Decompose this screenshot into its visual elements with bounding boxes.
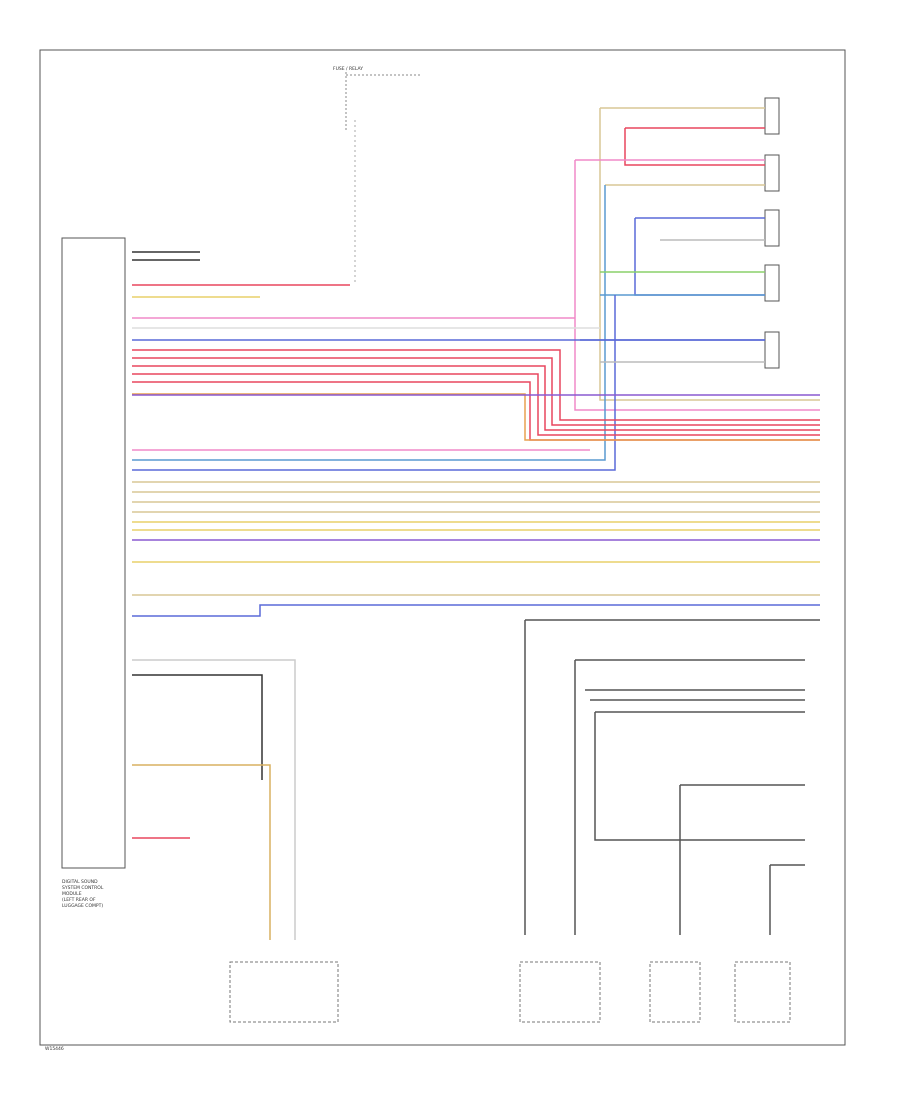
- speaker-wires: [132, 107, 820, 471]
- module-caption-line-2: SYSTEM CONTROL: [62, 885, 104, 891]
- bottom-components: [229, 961, 791, 1023]
- module-caption-line-5: LUGGAGE COMPT): [62, 903, 103, 909]
- left-front-speaker-connector[interactable]: [764, 154, 780, 192]
- diagram-frame: [39, 49, 846, 1046]
- center-speaker-connector[interactable]: [764, 331, 780, 369]
- module-caption-line-4: (LEFT REAR OF: [62, 897, 96, 903]
- left-front-tweeter-connector[interactable]: [764, 97, 780, 135]
- audio-amplifier-connector[interactable]: [519, 961, 601, 1023]
- fuse-box-label: FUSE / RELAY: [333, 66, 363, 72]
- footer-id: W15446: [45, 1046, 64, 1052]
- speaker-connector-group: [764, 97, 780, 369]
- sound-control-module[interactable]: [61, 237, 126, 869]
- right-front-tweeter-connector[interactable]: [764, 209, 780, 247]
- lower-right-wires: [524, 619, 820, 935]
- module-pin-wires: [132, 251, 820, 940]
- module-caption-line-1: DIGITAL SOUND: [62, 879, 98, 885]
- subwoofer-connector[interactable]: [229, 961, 339, 1023]
- right-front-speaker-connector[interactable]: [764, 264, 780, 302]
- antenna-module-connector[interactable]: [734, 961, 791, 1023]
- media-interface-connector[interactable]: [649, 961, 701, 1023]
- module-caption-line-3: MODULE: [62, 891, 82, 897]
